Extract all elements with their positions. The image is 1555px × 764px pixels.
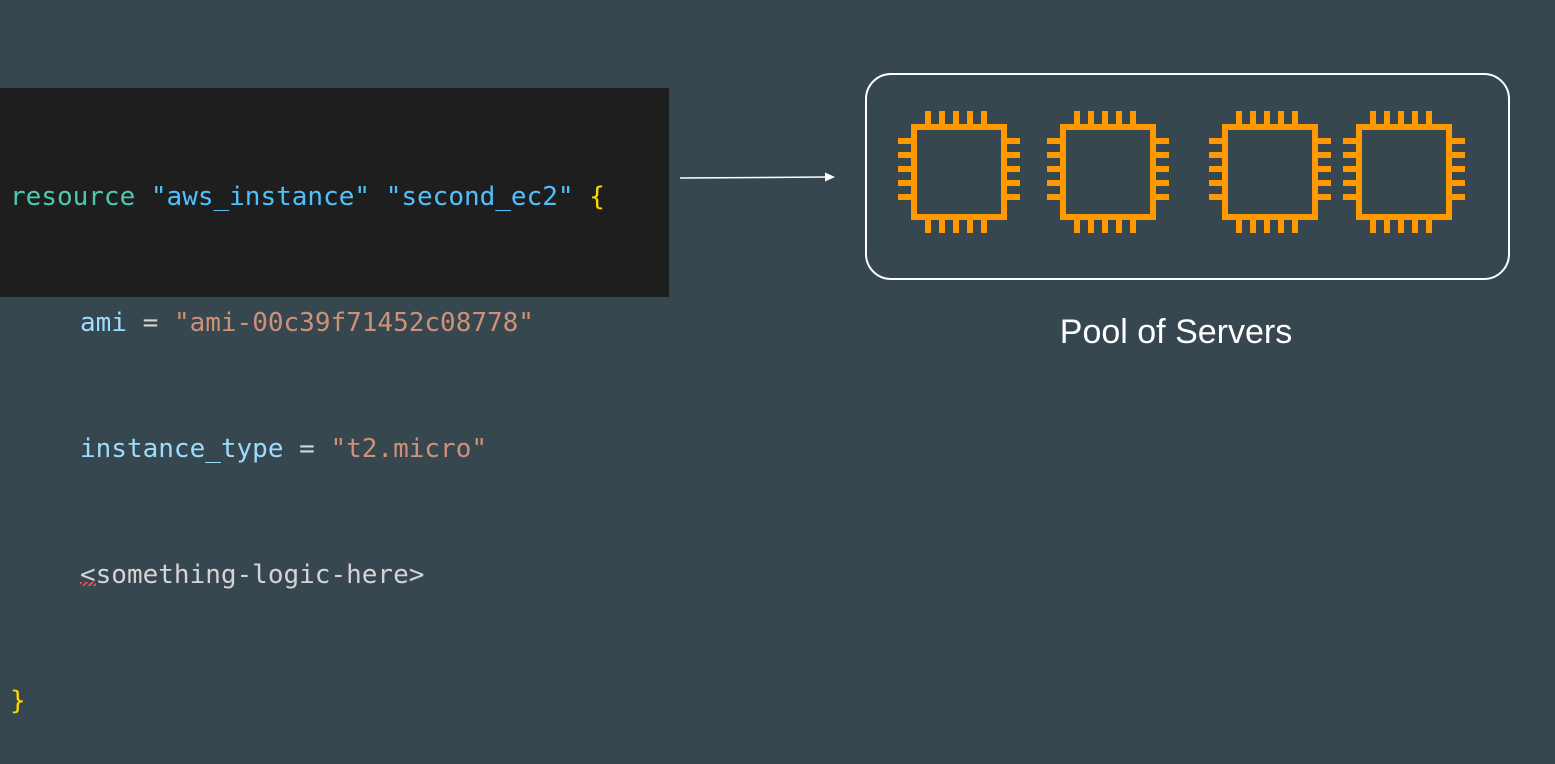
code-line-close: } [0, 680, 669, 722]
code-line-resource: resource "aws_instance" "second_ec2" { [0, 176, 669, 218]
server-chip-icon-3 [1209, 111, 1331, 233]
pool-caption: Pool of Servers [1059, 313, 1293, 351]
resource-type-string: "aws_instance" [150, 182, 371, 212]
resource-keyword: resource [10, 182, 136, 212]
server-chip-icon-1 [898, 111, 1020, 233]
code-editor-panel: resource "aws_instance" "second_ec2" { a… [0, 88, 669, 716]
server-chip-icon-2 [1047, 111, 1169, 233]
ami-attribute: ami [80, 308, 127, 338]
code-line-ami: ami = "ami-00c39f71452c08778" [0, 302, 669, 344]
server-pool-box [865, 73, 1510, 280]
ami-equals: = [126, 308, 174, 338]
server-chip-icon-4 [1343, 111, 1465, 233]
code-line-instance-type: instance_type = "t2.micro" [0, 428, 669, 470]
logic-placeholder: <something-logic-here> [80, 560, 425, 590]
open-brace: { [589, 182, 605, 212]
ami-value: "ami-00c39f71452c08778" [173, 308, 534, 338]
close-brace: } [10, 686, 26, 716]
instance-type-attribute: instance_type [80, 434, 284, 464]
instance-type-value: "t2.micro" [330, 434, 488, 464]
flow-arrow-icon [679, 172, 835, 182]
resource-name-string: "second_ec2" [385, 182, 574, 212]
code-line-placeholder: <something-logic-here> [0, 554, 669, 596]
instance-type-equals: = [283, 434, 331, 464]
